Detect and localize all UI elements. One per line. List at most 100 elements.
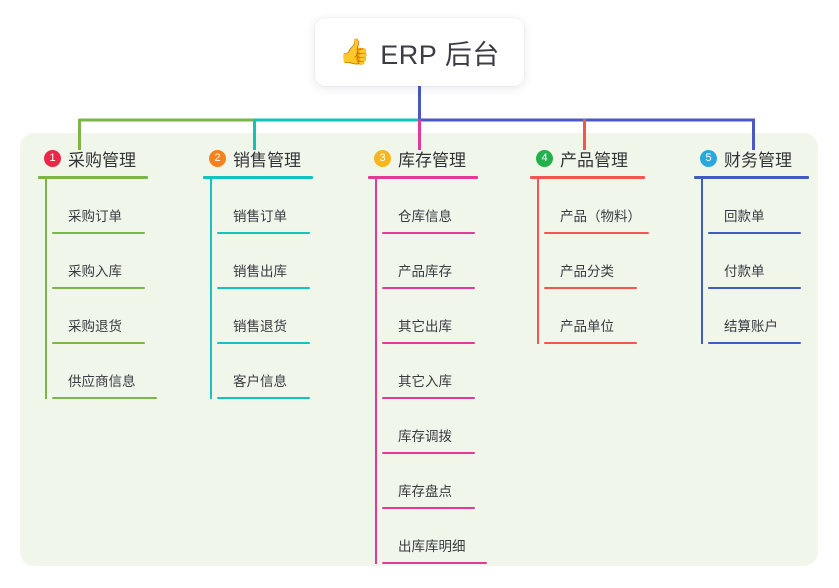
branch-header-2[interactable]: 2 销售管理 (203, 145, 313, 171)
branch-item-rule (544, 342, 637, 344)
branch-item-label: 回款单 (724, 209, 765, 224)
branch-item[interactable]: 出库库明细 (375, 509, 487, 564)
branch-number-badge: 3 (374, 149, 391, 167)
root-node-erp-backend[interactable]: 👍 ERP 后台 (315, 18, 524, 86)
branch-item[interactable]: 其它入库 (375, 344, 478, 399)
branch-item-rule (52, 287, 145, 289)
branch-title: 库存管理 (398, 150, 466, 170)
branch-item-list: 产品（物料） 产品分类产品单位 (530, 179, 649, 344)
branch-item-label: 采购退货 (68, 319, 122, 334)
branch-item-rule (382, 342, 475, 344)
branch-item-label: 其它出库 (398, 319, 452, 334)
branch-item-rule (217, 342, 310, 344)
branch-item-label: 供应商信息 (68, 374, 136, 389)
branch-spine (537, 179, 539, 344)
branch-spine (701, 179, 703, 344)
branch-item-label: 采购订单 (68, 209, 122, 224)
branch-item-label: 产品（物料） (560, 209, 641, 224)
branch-item-rule (382, 507, 475, 509)
branch-item-rule (382, 287, 475, 289)
branch-item-rule (382, 452, 475, 454)
branch-item-rule (708, 287, 801, 289)
branch-item-label: 付款单 (724, 264, 765, 279)
branch-column-2: 2 销售管理销售订单销售出库销售退货客户信息 (203, 145, 313, 399)
branch-spine (210, 179, 212, 399)
branch-column-3: 3 库存管理仓库信息产品库存其它出库其它入库库存调拨库存盘点出库库明细 (368, 145, 487, 564)
root-node-label: ERP 后台 (380, 39, 500, 70)
branch-number-badge: 5 (700, 149, 717, 167)
branch-item[interactable]: 销售退货 (210, 289, 313, 344)
branch-title: 销售管理 (233, 150, 301, 170)
branch-item-label: 采购入库 (68, 264, 122, 279)
branch-item-rule (708, 232, 801, 234)
branch-item[interactable]: 产品库存 (375, 234, 478, 289)
branch-item[interactable]: 销售订单 (210, 179, 313, 234)
branch-item-rule (382, 232, 475, 234)
branch-number-badge: 1 (44, 149, 61, 167)
branch-item[interactable]: 客户信息 (210, 344, 313, 399)
thumbs-up-icon: 👍 (339, 37, 371, 66)
branch-item-label: 销售退货 (233, 319, 287, 334)
branch-item-label: 产品库存 (398, 264, 452, 279)
branch-item-label: 仓库信息 (398, 209, 452, 224)
branch-item-list: 采购订单采购入库采购退货供应商信息 (38, 179, 157, 399)
branch-item[interactable]: 采购入库 (45, 234, 148, 289)
branch-item-label: 客户信息 (233, 374, 287, 389)
branch-title: 采购管理 (68, 150, 136, 170)
branch-column-5: 5 财务管理回款单付款单结算账户 (694, 145, 809, 344)
branch-item-list: 回款单付款单结算账户 (694, 179, 809, 344)
branch-number-badge: 2 (209, 149, 226, 167)
branch-item-list: 仓库信息产品库存其它出库其它入库库存调拨库存盘点出库库明细 (368, 179, 487, 564)
branch-header-rule (368, 176, 478, 179)
branch-item[interactable]: 回款单 (701, 179, 809, 234)
branch-item[interactable]: 仓库信息 (375, 179, 478, 234)
branch-item-rule (708, 342, 801, 344)
branch-column-1: 1 采购管理采购订单采购入库采购退货供应商信息 (38, 145, 157, 399)
branch-item-rule (52, 397, 157, 399)
branch-item-rule (217, 397, 310, 399)
branch-item[interactable]: 采购退货 (45, 289, 148, 344)
branch-item-label: 出库库明细 (398, 539, 466, 554)
branch-item-rule (52, 232, 145, 234)
branch-item-rule (382, 562, 487, 564)
branch-item[interactable]: 采购订单 (45, 179, 148, 234)
branch-number-badge: 4 (536, 149, 553, 167)
branch-item-rule (217, 287, 310, 289)
branch-item[interactable]: 产品（物料） (537, 179, 649, 234)
branch-item-label: 其它入库 (398, 374, 452, 389)
branch-item-label: 销售订单 (233, 209, 287, 224)
branch-header-rule (694, 176, 809, 179)
branch-header-rule (38, 176, 148, 179)
branch-item-label: 结算账户 (724, 319, 778, 334)
branch-item-rule (52, 342, 145, 344)
branch-item-list: 销售订单销售出库销售退货客户信息 (203, 179, 313, 399)
branch-item[interactable]: 库存调拨 (375, 399, 478, 454)
branch-header-5[interactable]: 5 财务管理 (694, 145, 809, 171)
branch-item-label: 销售出库 (233, 264, 287, 279)
branch-item-label: 库存调拨 (398, 429, 452, 444)
branch-header-rule (530, 176, 645, 179)
branch-item-rule (544, 287, 637, 289)
branch-item-label: 库存盘点 (398, 484, 452, 499)
branch-header-1[interactable]: 1 采购管理 (38, 145, 148, 171)
branch-header-3[interactable]: 3 库存管理 (368, 145, 478, 171)
branch-item-label: 产品单位 (560, 319, 614, 334)
branch-item[interactable]: 供应商信息 (45, 344, 157, 399)
branch-title: 财务管理 (724, 150, 792, 170)
branch-item[interactable]: 结算账户 (701, 289, 809, 344)
branch-item[interactable]: 产品分类 (537, 234, 645, 289)
branch-item[interactable]: 库存盘点 (375, 454, 478, 509)
branch-spine (375, 179, 377, 564)
branch-item-label: 产品分类 (560, 264, 614, 279)
branch-item[interactable]: 产品单位 (537, 289, 645, 344)
branch-item-rule (217, 232, 310, 234)
branch-header-rule (203, 176, 313, 179)
branch-item[interactable]: 销售出库 (210, 234, 313, 289)
diagram-background-panel (20, 133, 818, 566)
branch-item[interactable]: 其它出库 (375, 289, 478, 344)
branch-item[interactable]: 付款单 (701, 234, 809, 289)
branch-item-rule (544, 232, 649, 234)
